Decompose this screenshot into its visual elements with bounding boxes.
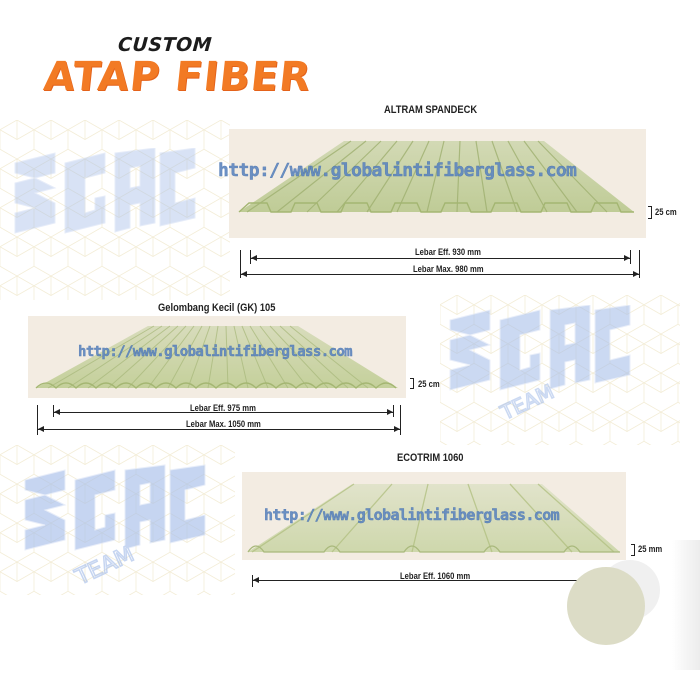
- dimension-line-effective: [54, 412, 393, 413]
- page-edge-shadow: [672, 540, 700, 670]
- 3gac-team-logo-watermark: [14, 148, 196, 234]
- arrow-left-icon: [54, 409, 60, 415]
- max-width-label: Lebar Max. 980 mm: [413, 264, 484, 274]
- height-bracket: [631, 544, 635, 556]
- dimension-line-effective: [251, 258, 630, 259]
- arrow-right-icon: [387, 409, 393, 415]
- effective-width-label: Lebar Eff. 975 mm: [190, 403, 256, 413]
- watermark-url: http://www.globalintifiberglass.com: [264, 506, 560, 524]
- dimension-tick: [53, 405, 54, 417]
- arrow-left-icon: [241, 271, 247, 277]
- 3gac-team-logo-watermark: TEAM: [24, 464, 206, 590]
- dimension-line-max: [38, 429, 400, 430]
- title-atap-fiber: ATAP FIBER: [41, 54, 314, 100]
- product-image-altram-spandeck: [229, 129, 646, 238]
- dimension-tick: [639, 250, 640, 278]
- dimension-tick: [250, 250, 251, 264]
- height-label: 25 mm: [638, 544, 663, 554]
- dimension-tick: [240, 250, 241, 278]
- product-title-gelombang-kecil: Gelombang Kecil (GK) 105: [158, 302, 276, 314]
- svg-text:TEAM: TEAM: [71, 542, 138, 590]
- arrow-left-icon: [251, 255, 257, 261]
- height-bracket: [648, 206, 652, 219]
- arrow-left-icon: [253, 577, 259, 583]
- dimension-tick: [252, 575, 253, 587]
- dimension-tick: [400, 405, 401, 435]
- corrugated-sheet-illustration: [35, 325, 398, 389]
- product-title-altram-spandeck: ALTRAM SPANDECK: [384, 104, 478, 116]
- height-label: 25 cm: [418, 379, 440, 389]
- arrow-left-icon: [38, 426, 44, 432]
- watermark-url: http://www.globalintifiberglass.com: [78, 344, 353, 360]
- dimension-tick: [37, 405, 38, 435]
- dimension-tick: [393, 405, 394, 417]
- height-bracket: [410, 378, 414, 389]
- product-title-ecotrim: ECOTRIM 1060: [397, 452, 464, 464]
- effective-width-label: Lebar Eff. 930 mm: [415, 247, 481, 257]
- product-image-gelombang-kecil: [28, 316, 406, 398]
- 3gac-team-logo-watermark: TEAM: [449, 305, 631, 425]
- watermark-url: http://www.globalintifiberglass.com: [218, 160, 577, 181]
- effective-width-label: Lebar Eff. 1060 mm: [400, 571, 471, 581]
- height-label: 25 cm: [655, 207, 677, 217]
- product-image-ecotrim: [242, 472, 626, 560]
- ecotrim-sheet-illustration: [247, 483, 620, 553]
- dimension-tick: [630, 250, 631, 264]
- arrow-right-icon: [624, 255, 630, 261]
- dimension-line-max: [241, 274, 639, 275]
- trapezoid-sheet-illustration: [238, 140, 634, 213]
- arrow-right-icon: [394, 426, 400, 432]
- max-width-label: Lebar Max. 1050 mm: [186, 419, 261, 429]
- color-swatch-cream: [567, 567, 645, 645]
- arrow-right-icon: [633, 271, 639, 277]
- hexagon-pattern-background: [0, 120, 230, 300]
- dimension-line-effective: [253, 580, 583, 581]
- title-custom: CUSTOM: [117, 34, 213, 56]
